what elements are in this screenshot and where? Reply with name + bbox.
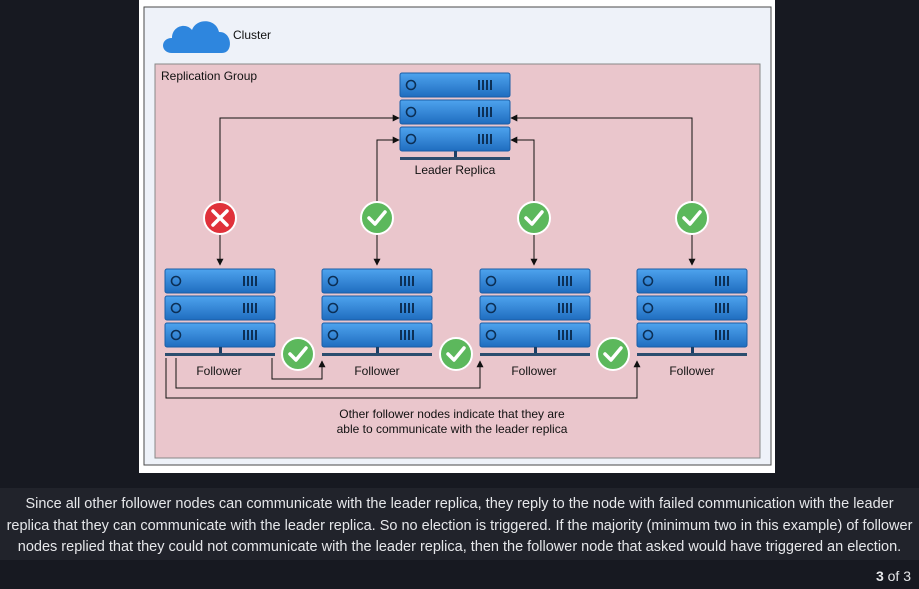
follower-server-icon	[321, 268, 433, 356]
follower-label-3: Follower	[511, 364, 556, 378]
caption-text: Since all other follower nodes can commu…	[6, 496, 913, 555]
cluster-diagram: Cluster Replication Group Leader Replica…	[143, 6, 772, 466]
leader-label: Leader Replica	[415, 163, 496, 177]
pager-current: 3	[875, 568, 884, 584]
cluster-label: Cluster	[233, 28, 271, 42]
follower-server-icon	[636, 268, 748, 356]
follower-server-icon	[479, 268, 591, 356]
follower-label-4: Follower	[669, 364, 714, 378]
cloud-icon	[163, 21, 230, 53]
check-icon	[360, 201, 394, 235]
diagram-frame: Cluster Replication Group Leader Replica…	[139, 0, 775, 473]
check-icon	[596, 337, 630, 371]
follower-server-icon	[164, 268, 276, 356]
leader-server-icon	[399, 72, 511, 160]
pager: 3 of 3	[876, 568, 911, 584]
note-line-1: Other follower nodes indicate that they …	[339, 407, 565, 421]
connector-follower1-follower3	[175, 358, 484, 389]
check-icon	[675, 201, 709, 235]
check-icon	[517, 201, 551, 235]
follower-label-1: Follower	[196, 364, 241, 378]
pager-total: of 3	[887, 568, 911, 584]
connector-follower1-follower2	[271, 358, 326, 380]
note-line-2: able to communicate with the leader repl…	[337, 422, 568, 436]
connector-follower1-follower4	[165, 358, 641, 399]
check-icon	[439, 337, 473, 371]
check-icon	[281, 337, 315, 371]
caption-bar: Since all other follower nodes can commu…	[0, 488, 919, 560]
replication-group-label: Replication Group	[161, 69, 257, 83]
follower-label-2: Follower	[354, 364, 399, 378]
fail-icon	[203, 201, 237, 235]
